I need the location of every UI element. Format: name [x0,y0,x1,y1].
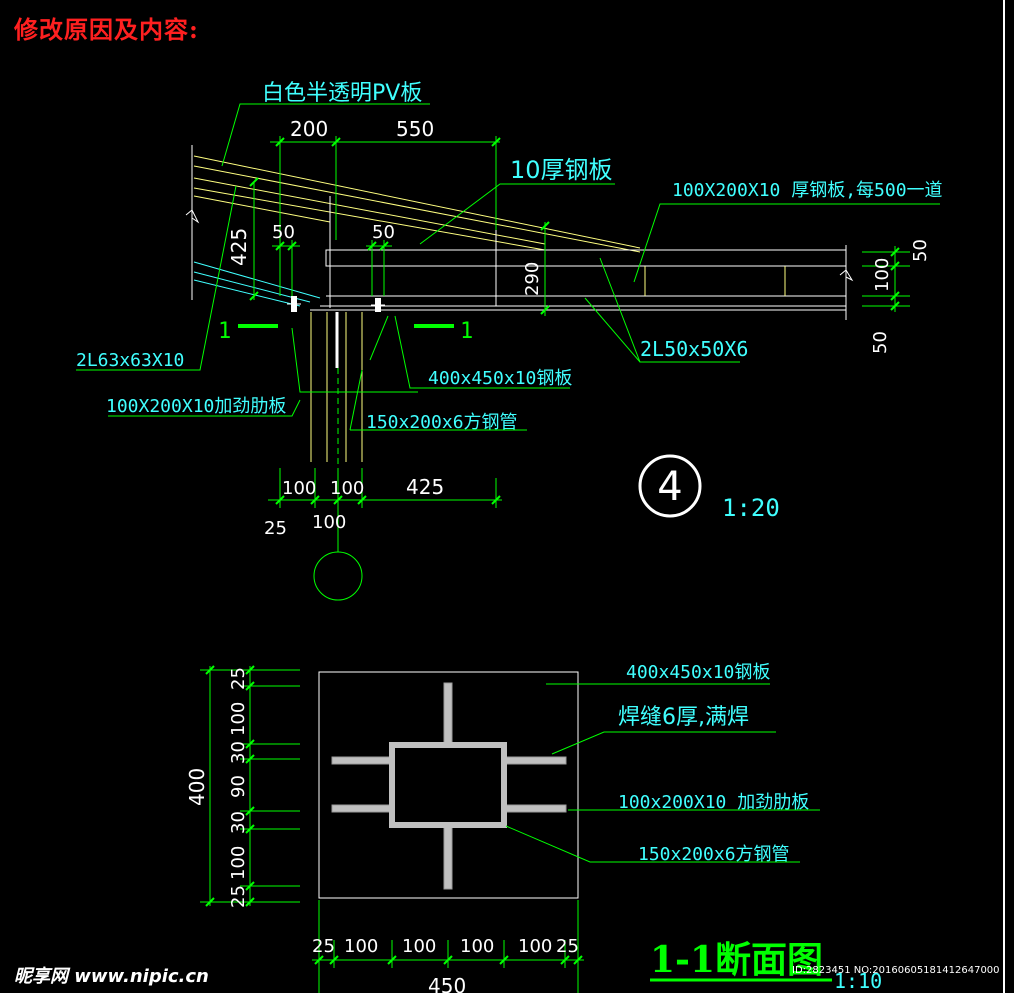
axis-bubble [313,551,363,601]
vdim-7: 25 [228,885,249,908]
horizontal-members [310,249,847,311]
dim-50-right: 50 [372,222,395,243]
label-angle-right: 2L50x50X6 [640,337,748,361]
elevation-dimension-ticks [249,137,900,505]
dim-bottom-100-b: 100 [330,478,364,499]
section-horizontal-dimension-ticks [314,955,583,965]
section-stiffeners [331,682,567,890]
dim-290: 290 [522,262,543,296]
hdim-4: 100 [460,936,494,957]
section-mark-right: 1 [460,319,473,344]
thick-plate-outline [329,196,497,308]
sloped-roof-layers [193,155,641,253]
square-tube-column [310,312,363,462]
section-base-plate [318,671,579,899]
watermark-id: ID:2823451 NO:20160605181412647000 [792,965,1000,976]
hdim-1: 25 [312,936,335,957]
vdim-1: 25 [228,667,249,690]
dim-bottom-100-a: 100 [282,478,316,499]
section-label-tube: 150x200x6方钢管 [638,844,790,865]
section-title: 1-1断面图 [650,939,823,981]
vdim-4: 90 [228,775,249,798]
detail-4-elevation: 1 1 [76,81,943,601]
dim-425-vertical: 425 [227,228,251,266]
label-tube: 150x200x6方钢管 [366,412,518,433]
left-angle-2l63 [193,261,321,307]
bolt-right [371,298,385,312]
vdim-6: 100 [228,846,249,880]
vdim-5: 30 [228,811,249,834]
section-vertical-dimension-ticks [205,665,255,907]
plate-verticals [644,266,786,296]
dim-bottom-25: 25 [264,518,287,539]
section-label-stiffener: 100x200X10 加劲肋板 [618,792,809,813]
elevation-dimension-lines [253,136,910,552]
break-line-left [185,145,200,300]
dim-50-top-right: 50 [910,239,931,262]
label-pv-sheet: 白色半透明PV板 [262,81,422,106]
section-label-base-plate: 400x450x10钢板 [626,662,770,683]
label-stiffener: 100X200X10加劲肋板 [106,396,286,417]
break-line-right [839,245,854,320]
vdim-2: 100 [228,702,249,736]
dim-bottom-100-c: 100 [312,512,346,533]
dim-bottom-425: 425 [406,475,444,499]
section-square-tube [389,742,507,828]
dim-50-left: 50 [272,222,295,243]
section-vertical-dimension-lines [200,666,300,906]
dim-200: 200 [290,117,328,141]
section-1-1: 400x450x10钢板 焊缝6厚,满焊 100x200X10 加劲肋板 150… [185,662,882,993]
vdim-total: 400 [185,768,209,806]
watermark-site: 昵享网 www.nipic.cn [14,966,209,987]
hdim-6: 25 [556,936,579,957]
hdim-2: 100 [344,936,378,957]
dim-50-bottom-right: 50 [870,331,891,354]
section-scale: 1:10 [834,969,882,993]
detail-scale: 1:20 [722,494,780,522]
hdim-total: 450 [428,974,466,993]
label-plate-note: 100X200X10 厚钢板,每500一道 [672,180,943,201]
label-base-plate: 400x450x10钢板 [428,368,572,389]
section-label-weld: 焊缝6厚,满焊 [618,705,749,730]
dim-550: 550 [396,117,434,141]
dim-100-right: 100 [872,258,893,292]
label-thick-plate: 10厚钢板 [510,156,613,184]
bolt-left [287,296,301,312]
section-mark-left: 1 [218,319,231,344]
section-leader-lines [505,683,820,863]
hdim-3: 100 [402,936,436,957]
hdim-5: 100 [518,936,552,957]
elevation-leader-lines [76,103,940,431]
detail-number: 4 [657,464,682,510]
detail-number-circle [638,454,702,518]
revision-heading: 修改原因及内容: [14,15,199,44]
label-angle-left: 2L63x63X10 [76,350,184,371]
vdim-3: 30 [228,741,249,764]
